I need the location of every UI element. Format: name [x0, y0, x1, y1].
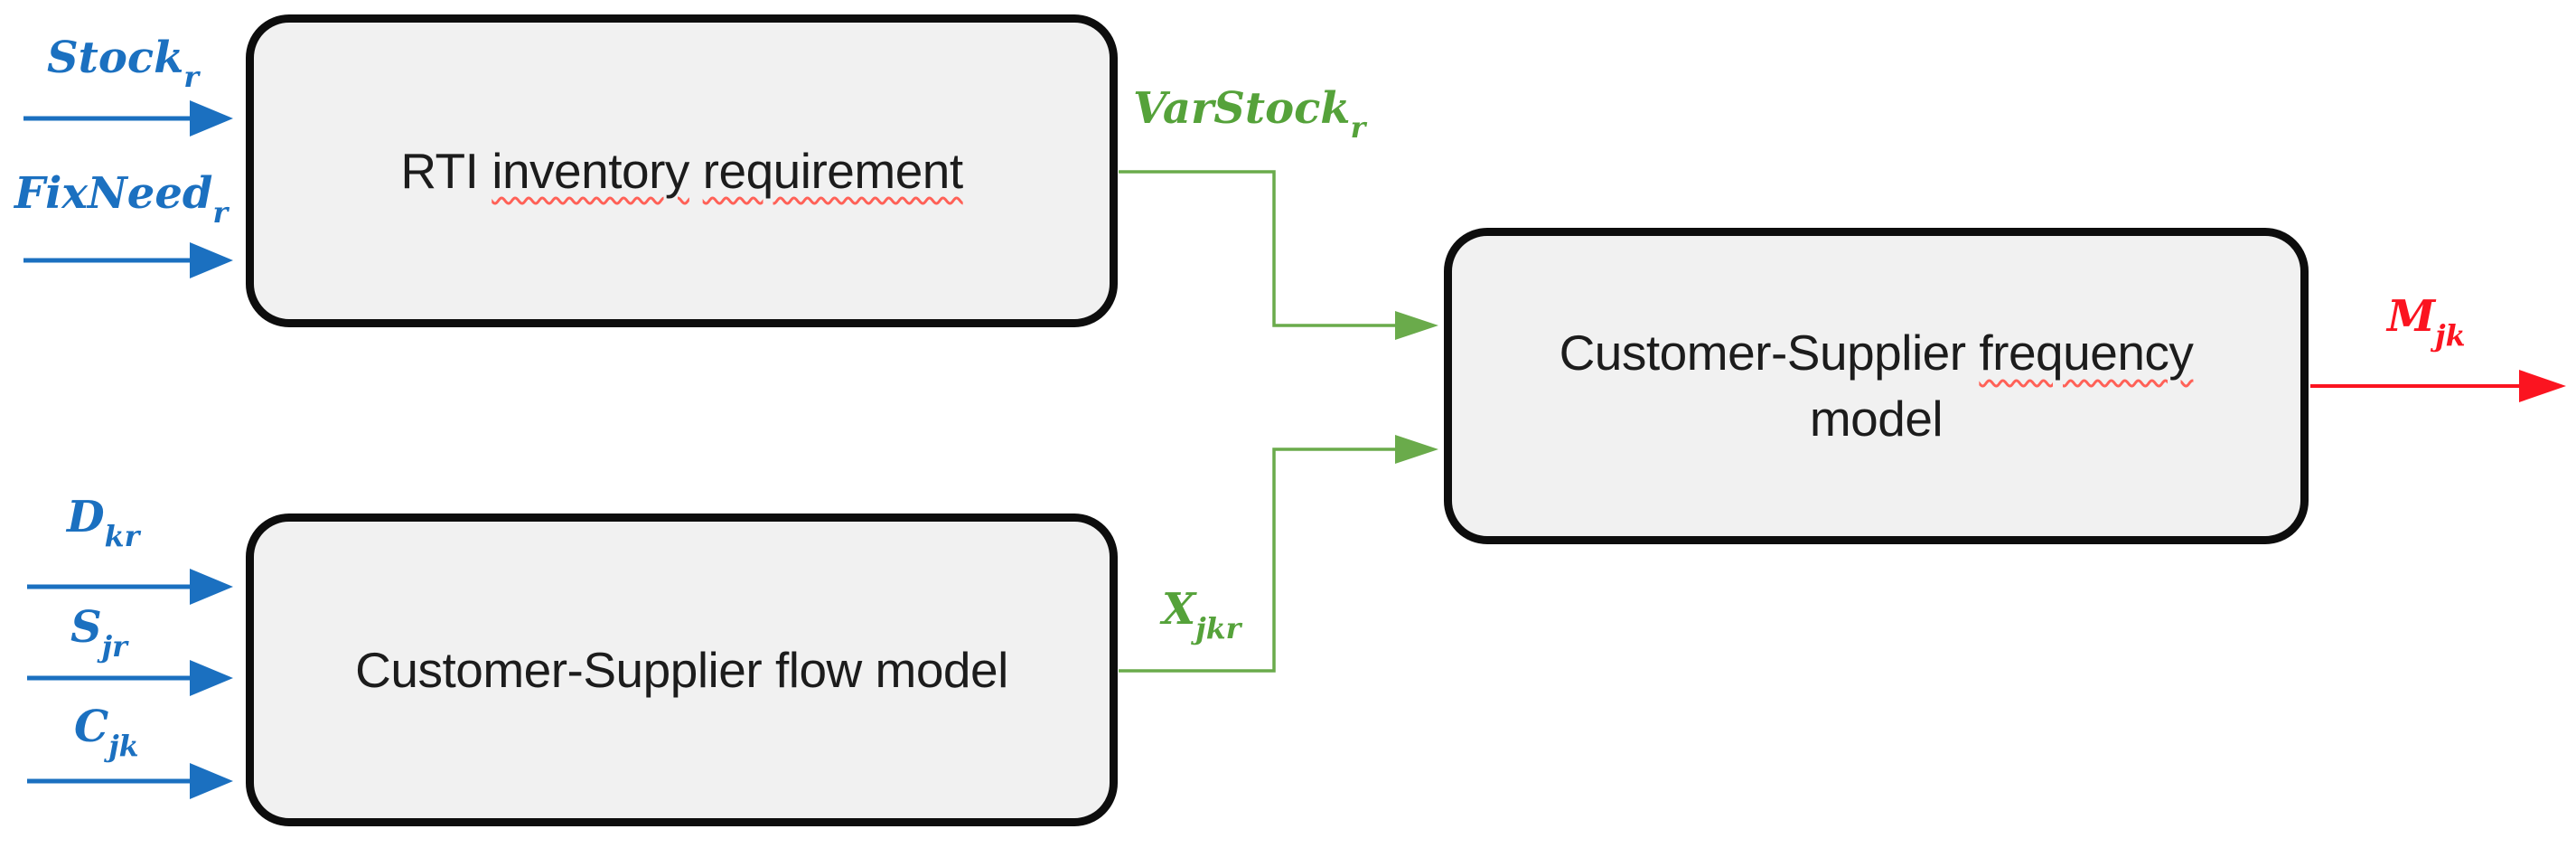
- input-label-s-subscript: jr: [101, 630, 127, 664]
- input-label-c-subscript: jk: [108, 730, 139, 764]
- input-label-c-symbol: C: [74, 702, 109, 752]
- rti-box-title: RTI inventory requirement: [400, 138, 963, 204]
- input-label-fixneed: FixNeedr: [14, 172, 228, 228]
- customer-supplier-flow-model-box: Customer-Supplier flow model: [246, 514, 1118, 826]
- input-label-d-symbol: D: [67, 492, 105, 542]
- intermediate-label-varstock: VarStockr: [1133, 87, 1365, 143]
- input-arrow-d: [27, 569, 233, 605]
- input-label-stock: Stockr: [47, 33, 199, 92]
- input-arrow-stock: [23, 100, 233, 137]
- input-label-fixneed-symbol: FixNeed: [14, 168, 213, 219]
- frequency-title-line1: Customer-Supplier frequency: [1560, 320, 2194, 386]
- input-label-c: Cjk: [74, 702, 139, 761]
- customer-supplier-frequency-model-box: Customer-Supplier frequency model: [1444, 228, 2309, 544]
- frequency-title-word-misspelled: frequency: [1979, 325, 2194, 382]
- output-label-m: Mjk: [2387, 295, 2466, 351]
- output-label-m-symbol: M: [2387, 291, 2436, 342]
- connector-arrow-x: [1119, 435, 1438, 673]
- output-arrow-m: [2310, 370, 2566, 402]
- frequency-title-line2: model: [1809, 391, 1944, 447]
- input-label-fixneed-subscript: r: [212, 196, 229, 231]
- input-label-d-subscript: kr: [104, 520, 140, 554]
- output-label-m-subscript: jk: [2435, 319, 2466, 353]
- intermediate-label-x-subscript: jkr: [1195, 612, 1241, 646]
- rti-title-word: RTI: [400, 142, 479, 199]
- frequency-box-title: Customer-Supplier frequency model: [1560, 320, 2194, 451]
- intermediate-label-x: Xjkr: [1162, 588, 1241, 644]
- connector-arrow-varstock: [1119, 170, 1438, 340]
- intermediate-label-x-symbol: X: [1162, 584, 1196, 635]
- input-label-d: Dkr: [67, 492, 139, 551]
- input-label-s: Sjr: [70, 606, 127, 662]
- input-label-s-symbol: S: [70, 602, 102, 653]
- intermediate-label-varstock-symbol: VarStock: [1133, 83, 1351, 134]
- input-arrow-s: [27, 660, 233, 696]
- rti-title-word-misspelled: inventory: [492, 142, 689, 199]
- frequency-title-word: Customer-Supplier: [1559, 325, 1967, 382]
- rti-title-word-misspelled: requirement: [702, 142, 963, 199]
- input-arrow-fixneed: [23, 242, 233, 278]
- input-arrow-c: [27, 763, 233, 799]
- rti-inventory-requirement-box: RTI inventory requirement: [246, 14, 1118, 327]
- flow-box-title: Customer-Supplier flow model: [355, 641, 1008, 698]
- input-label-stock-symbol: Stock: [47, 33, 184, 83]
- intermediate-label-varstock-subscript: r: [1350, 111, 1366, 146]
- input-label-stock-subscript: r: [183, 61, 200, 95]
